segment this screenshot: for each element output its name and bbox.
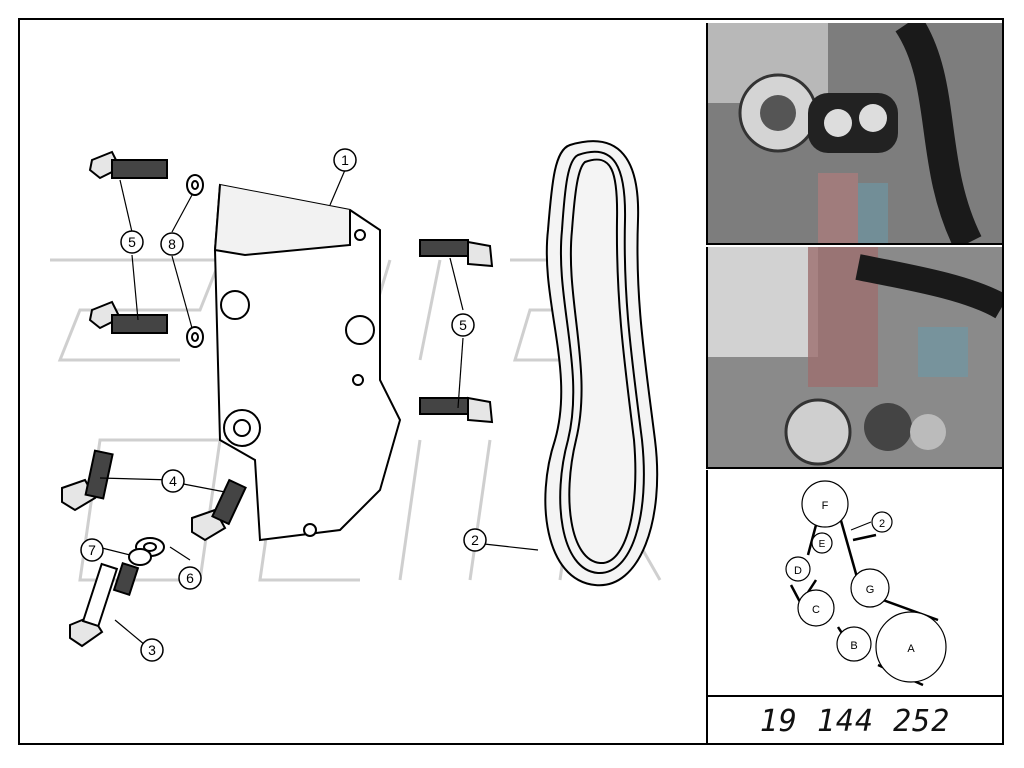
svg-text:F: F: [822, 500, 829, 512]
diagram-frame: 1 2 3 4 5 5 6 7: [18, 14, 1009, 745]
bolt-lower-center: [191, 478, 247, 542]
svg-text:2: 2: [879, 518, 885, 530]
engine-photo-bottom: [706, 247, 1009, 469]
drive-belt: [544, 140, 659, 587]
spacer-washer: [128, 537, 165, 566]
callout-3: 3: [140, 638, 164, 662]
svg-text:3: 3: [148, 642, 156, 658]
washer-lower: [186, 326, 204, 348]
leader-lines: [99, 169, 539, 646]
svg-text:4: 4: [169, 473, 177, 489]
svg-text:E: E: [819, 539, 826, 550]
pulley-d: D: [785, 556, 811, 582]
svg-text:7: 7: [88, 542, 96, 558]
belt-callout-2: 2: [850, 511, 893, 533]
pulley-c: C: [797, 589, 835, 627]
pulley-e: E: [811, 532, 833, 554]
svg-text:1: 1: [341, 152, 349, 168]
pulley-f: F: [801, 480, 849, 528]
bolt-upper-right: [419, 239, 494, 268]
bolt-middle-left: [88, 300, 168, 334]
washer-upper: [186, 174, 204, 196]
pulley-b: B: [836, 626, 872, 662]
callout-6: 6: [178, 566, 202, 590]
svg-text:D: D: [794, 565, 802, 577]
engine-photo-top: [706, 14, 1002, 250]
callout-8: 8: [160, 232, 184, 256]
svg-text:8: 8: [168, 236, 176, 252]
callout-5-right: 5: [451, 313, 475, 337]
part-number-box: 19 144 252: [706, 697, 1002, 745]
svg-text:6: 6: [186, 570, 194, 586]
callout-5-left: 5: [120, 230, 144, 254]
svg-text:2: 2: [471, 532, 479, 548]
svg-text:C: C: [812, 604, 820, 616]
bracket-part: [213, 183, 402, 542]
bolt-lower-left: [61, 449, 114, 512]
callout-7: 7: [80, 538, 104, 562]
svg-text:B: B: [850, 640, 857, 652]
bolt-upper-left: [88, 150, 168, 180]
svg-text:G: G: [866, 584, 875, 596]
callout-1: 1: [333, 148, 357, 172]
pulley-g: G: [850, 568, 890, 608]
callout-2: 2: [463, 528, 487, 552]
pulley-a: A: [875, 611, 947, 683]
svg-text:5: 5: [128, 234, 136, 250]
belt-routing-diagram: A B C D E F G: [706, 470, 1002, 697]
svg-text:A: A: [907, 643, 915, 655]
part-number: 19 144 252: [759, 703, 951, 739]
svg-text:5: 5: [459, 317, 467, 333]
callout-4: 4: [161, 469, 185, 493]
long-bolt: [69, 561, 140, 648]
bolt-lower-right: [419, 396, 494, 424]
exploded-parts-diagram: 1 2 3 4 5 5 6 7: [50, 140, 662, 662]
